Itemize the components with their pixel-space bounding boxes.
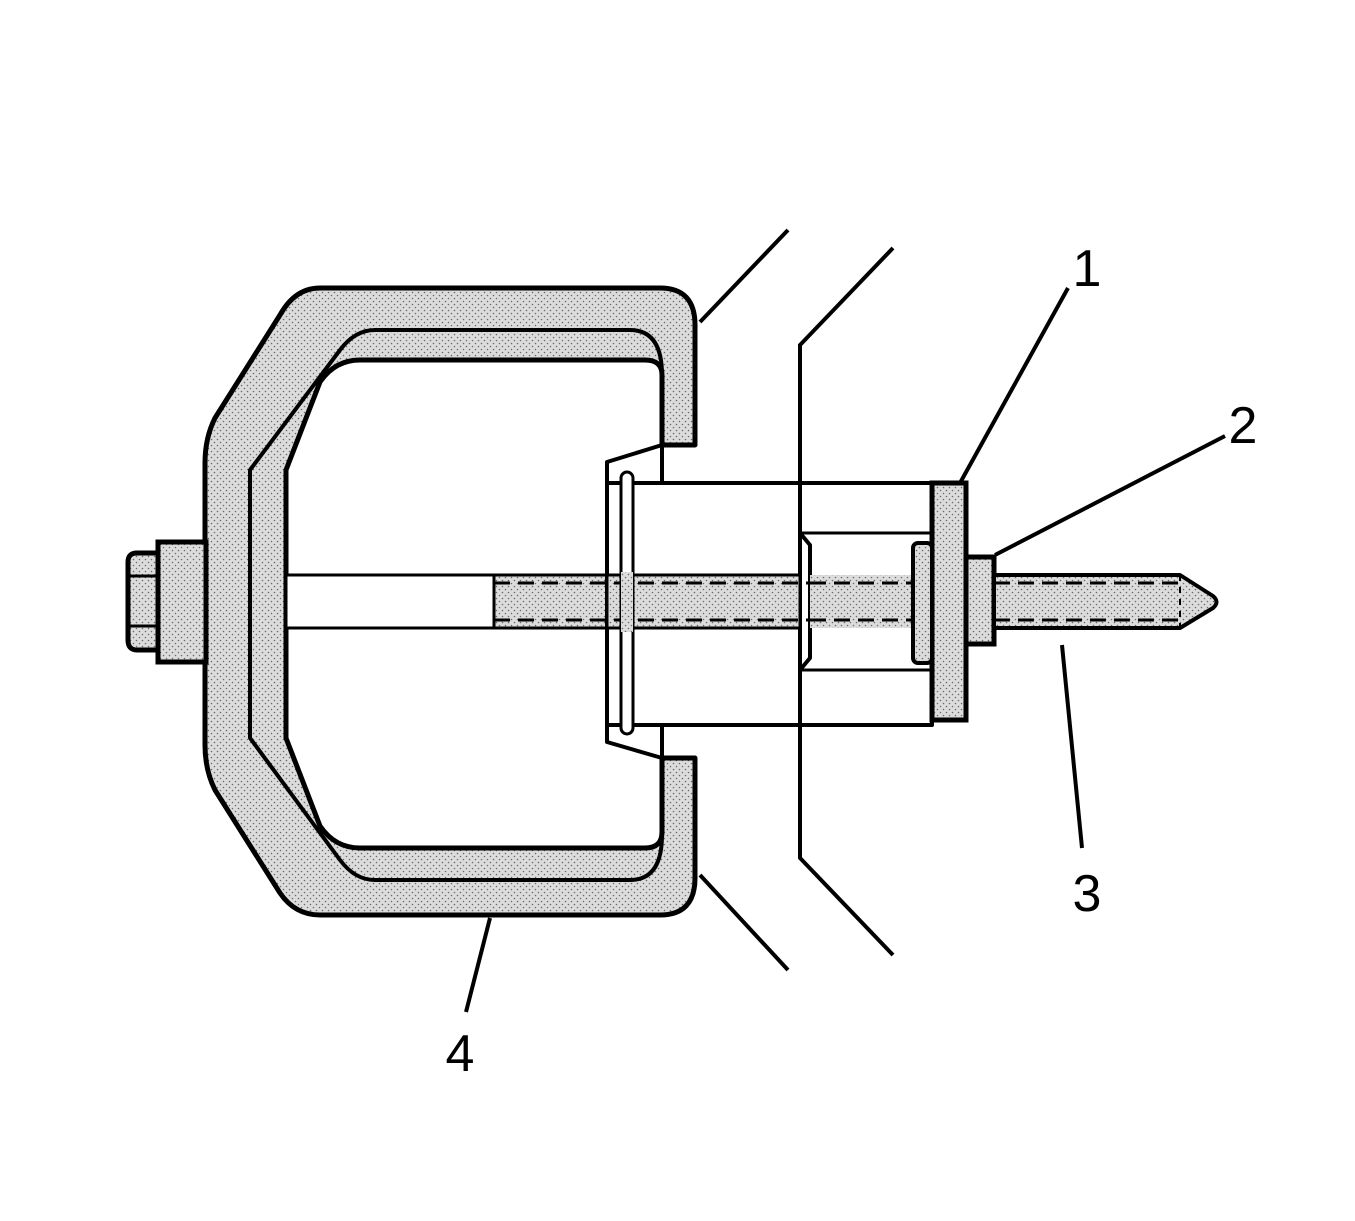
left-nut-body [155,539,209,665]
callout-3: 3 [1073,865,1102,923]
frame-jaw-upper [605,443,664,485]
housing-section [698,228,895,972]
forcing-nut [963,554,997,647]
callout-1: 1 [1073,240,1102,298]
washer-plate-body [929,480,969,723]
washer-plate-hub [911,541,934,665]
leader-3 [1060,644,1084,849]
puller-frame [202,285,698,918]
washer-plate [911,480,969,723]
leader-1 [958,287,1070,484]
threaded-rod-body [992,573,1219,630]
forcing-screw [284,573,618,630]
leader-lines [464,287,1226,1013]
threaded-rod [992,573,1219,630]
callout-2: 2 [1229,397,1258,455]
callout-4: 4 [446,1025,475,1083]
frame-inner-contour [248,328,664,882]
leader-4 [464,917,492,1013]
left-nut [125,539,209,665]
sleeve-adapter [494,470,915,736]
frame-outer-arm [202,285,698,918]
frame-jaw-lower [605,723,664,760]
leader-2 [994,434,1226,557]
left-nut-cap [125,550,161,653]
